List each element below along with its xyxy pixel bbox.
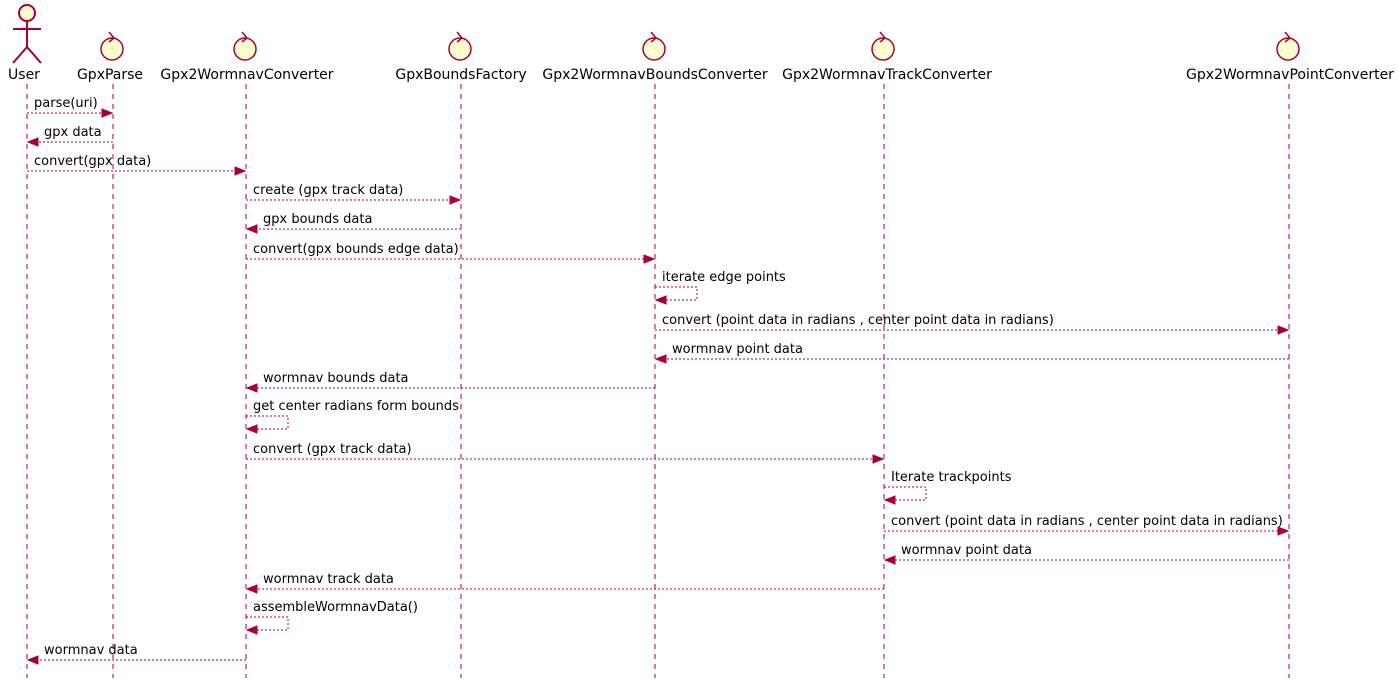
message-label: gpx bounds data [263, 212, 372, 227]
participant-boundsfactory: GpxBoundsFactory [395, 31, 527, 83]
self-message-line [655, 286, 698, 301]
control-icon [448, 31, 472, 61]
message-label: convert(gpx data) [34, 154, 151, 169]
arrowhead [654, 354, 667, 364]
message-label: convert (point data in radians , center … [891, 514, 1283, 529]
arrowhead [245, 584, 258, 594]
arrowhead [449, 195, 462, 205]
message-label: convert (gpx track data) [253, 442, 412, 457]
participant-name: Gpx2WormnavBoundsConverter [542, 67, 767, 83]
message: gpx bounds data [245, 212, 461, 234]
message-label: parse(uri) [34, 96, 98, 111]
message: get center radians form bounds [245, 399, 459, 434]
message: iterate edge points [654, 270, 786, 305]
message-label: wormnav track data [263, 572, 394, 587]
participants: User GpxParse Gpx2WormnavConverter GpxBound… [8, 4, 1394, 83]
participant-name: User [8, 67, 40, 83]
participant-g2wconv: Gpx2WormnavConverter [160, 31, 334, 83]
participant-name: Gpx2WormnavTrackConverter [782, 67, 992, 83]
control-icon [233, 31, 257, 61]
message: wormnav track data [245, 572, 884, 594]
arrowhead [1277, 526, 1290, 536]
participant-name: Gpx2WormnavConverter [160, 67, 333, 83]
arrowhead [26, 655, 39, 665]
message: Iterate trackpoints [883, 470, 1012, 505]
arrowhead [872, 454, 885, 464]
arrowhead [883, 555, 896, 565]
participant-name: GpxBoundsFactory [395, 67, 526, 83]
message: gpx data [26, 125, 113, 147]
message: wormnav point data [654, 342, 1289, 364]
message: convert(gpx data) [27, 154, 247, 176]
message: wormnav bounds data [245, 371, 655, 393]
arrowhead [101, 108, 114, 118]
message-label: gpx data [44, 125, 102, 140]
self-message-line [246, 415, 289, 430]
message: convert(gpx bounds edge data) [246, 242, 656, 264]
arrowhead [1277, 325, 1290, 335]
control-icon [100, 31, 124, 61]
actor-icon [12, 4, 42, 64]
participant-name: GpxParse [77, 67, 143, 83]
message-label: get center radians form bounds [253, 399, 459, 414]
self-message-line [884, 486, 927, 501]
message-label: iterate edge points [662, 270, 786, 285]
control-icon [642, 31, 666, 61]
message: convert (point data in radians , center … [655, 313, 1290, 335]
participant-gpxparse: GpxParse [77, 31, 143, 83]
arrowhead [245, 383, 258, 393]
lifelines [26, 84, 1290, 678]
arrowhead [245, 424, 258, 434]
participant-user: User [8, 4, 42, 83]
arrowhead [245, 224, 258, 234]
message-label: assembleWormnavData() [253, 600, 418, 615]
arrowhead [26, 137, 39, 147]
message-label: convert (point data in radians , center … [662, 313, 1054, 328]
arrowhead [245, 625, 258, 635]
participant-trackconv: Gpx2WormnavTrackConverter [782, 31, 992, 83]
arrowhead [654, 295, 667, 305]
message: wormnav data [26, 643, 246, 665]
message-label: wormnav data [44, 643, 138, 658]
message-label: Iterate trackpoints [891, 470, 1012, 485]
message-label: wormnav point data [901, 543, 1032, 558]
message-label: convert(gpx bounds edge data) [253, 242, 459, 257]
message: create (gpx track data) [246, 183, 462, 205]
control-icon [1276, 31, 1300, 61]
participant-name: Gpx2WormnavPointConverter [1186, 67, 1394, 83]
message-label: wormnav bounds data [263, 371, 409, 386]
message: wormnav point data [883, 543, 1289, 565]
self-message-line [246, 616, 289, 631]
message: convert (gpx track data) [246, 442, 885, 464]
participant-boundsconv: Gpx2WormnavBoundsConverter [542, 31, 768, 83]
arrowhead [643, 254, 656, 264]
arrowhead [234, 166, 247, 176]
message: assembleWormnavData() [245, 600, 418, 635]
message: convert (point data in radians , center … [884, 514, 1290, 536]
participant-pointconv: Gpx2WormnavPointConverter [1186, 31, 1394, 83]
arrowhead [883, 495, 896, 505]
message-label: wormnav point data [672, 342, 803, 357]
control-icon [871, 31, 895, 61]
messages: parse(uri) gpx data convert(gpx data) creat… [26, 96, 1290, 665]
message-label: create (gpx track data) [253, 183, 403, 198]
message: parse(uri) [27, 96, 114, 118]
